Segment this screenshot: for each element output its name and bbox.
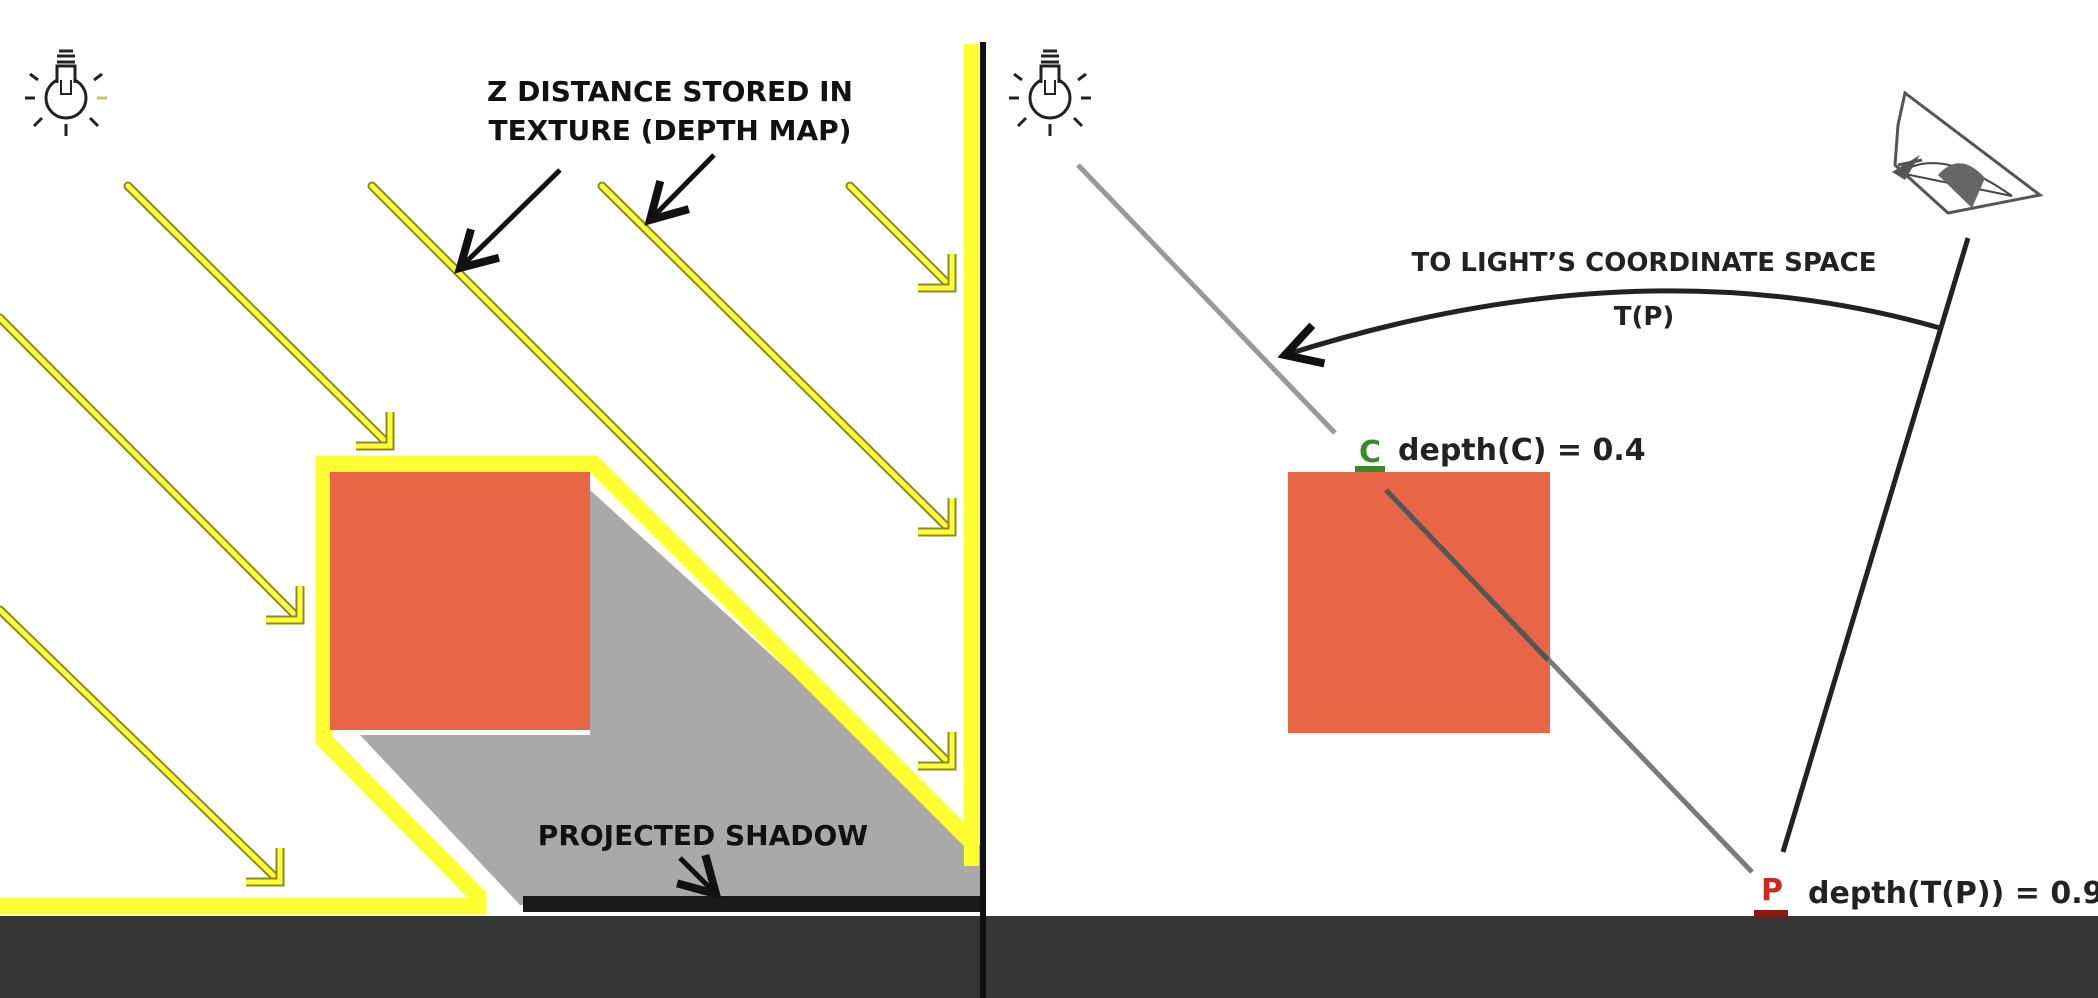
light-ray-core (0, 607, 283, 885)
light-rays (0, 181, 957, 887)
transform-label: TO LIGHT’S COORDINATE SPACE (1412, 248, 1877, 278)
projected-shadow (360, 490, 980, 905)
view-ray (1780, 237, 1971, 853)
shadow-pointer-arrow (676, 854, 722, 900)
point-p-marker (1754, 910, 1788, 917)
lit-surface-outline (0, 455, 977, 915)
light-ray-arrowhead-core (246, 848, 283, 885)
left-panel: Z DISTANCE STORED IN TEXTURE (DEPTH MAP)… (0, 42, 2098, 998)
lit-wall (964, 44, 979, 866)
depth-map-pointer-arrow (644, 153, 716, 226)
light-ray-core (0, 315, 303, 623)
light-ray-to-c (1076, 163, 1337, 435)
panel-divider (980, 42, 986, 998)
light-ray-arrowhead-core (918, 498, 955, 535)
point-c-letter: C (1359, 435, 1381, 470)
right-panel: TO LIGHT’S COORDINATE SPACE T(P) C depth… (1009, 49, 2098, 917)
camera-eye-icon (1892, 90, 2044, 215)
light-ray-arrowhead-core (356, 412, 393, 449)
light-ray-core (847, 183, 955, 291)
light-bulb-icon (1009, 49, 1091, 136)
point-c-marker (1355, 466, 1385, 472)
light-ray-arrowhead-core (918, 254, 955, 291)
occluder-box (1288, 472, 1550, 733)
transform-arrow (1277, 288, 1941, 368)
light-ray-core (125, 183, 393, 449)
occluder-box (330, 472, 590, 730)
light-ray-arrowhead-core (266, 586, 303, 623)
point-p-letter: P (1761, 873, 1783, 908)
light-ray-core (599, 183, 955, 535)
shadow-label: PROJECTED SHADOW (538, 819, 869, 852)
depth-map-label: TEXTURE (DEPTH MAP) (489, 114, 852, 147)
light-ray-core (369, 183, 955, 769)
shadow-floor-strip (523, 896, 980, 912)
point-c-depth: depth(C) = 0.4 (1398, 433, 1646, 468)
depth-map-label: Z DISTANCE STORED IN (487, 75, 853, 108)
light-ray-arrowhead-core (918, 732, 955, 769)
light-bulb-icon (25, 49, 107, 136)
floor (0, 916, 2098, 998)
point-p-depth: depth(T(P)) = 0.9 (1808, 876, 2098, 911)
transform-function-label: T(P) (1614, 302, 1675, 332)
depth-map-pointer-arrow (454, 168, 562, 274)
